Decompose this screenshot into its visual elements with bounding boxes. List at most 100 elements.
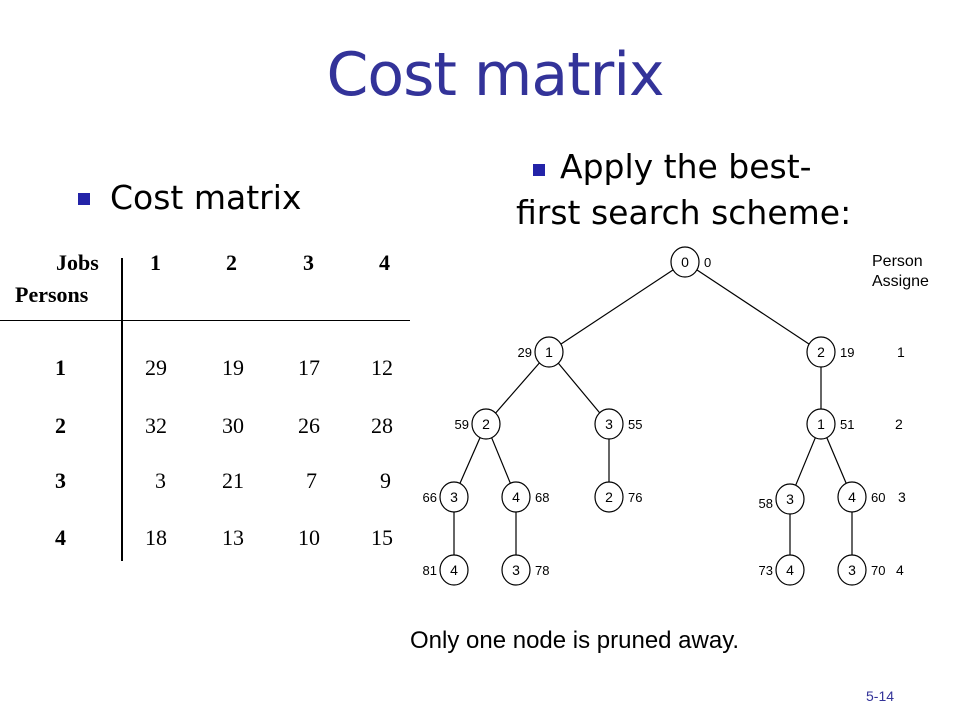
tree-node: 3 70 xyxy=(837,554,885,586)
tree-node-cost: 73 xyxy=(759,563,773,578)
tree-node-cost: 51 xyxy=(840,417,854,432)
tree-node-cost: 78 xyxy=(535,563,549,578)
page-number: 5-14 xyxy=(866,688,895,704)
matrix-cell: 26 xyxy=(298,413,320,438)
tree-node-job: 4 xyxy=(848,489,856,505)
bullet-right-icon xyxy=(533,164,545,176)
tree-node-job: 3 xyxy=(786,491,794,507)
tree-node: 4 73 xyxy=(759,554,805,586)
tree-node-circle xyxy=(806,408,836,440)
person-header: 1 xyxy=(55,355,66,380)
tree-node: 3 78 xyxy=(501,554,549,586)
matrix-cell: 30 xyxy=(222,413,244,438)
matrix-cell: 13 xyxy=(222,525,244,550)
tree-node-cost: 59 xyxy=(455,417,469,432)
tree-level-label: 4 xyxy=(896,562,904,578)
tree-node-job: 2 xyxy=(605,489,613,505)
matrix-cell: 29 xyxy=(145,355,167,380)
tree-node: 4 81 xyxy=(423,554,469,586)
tree-node-circle xyxy=(594,408,624,440)
tree-node-job: 1 xyxy=(817,416,825,432)
tree-node-job: 0 xyxy=(681,254,689,270)
tree-legend-line1: Person xyxy=(872,253,923,270)
job-header: 1 xyxy=(150,250,161,275)
tree-edge xyxy=(560,269,674,345)
matrix-cell: 17 xyxy=(298,355,320,380)
tree-node-circle xyxy=(439,481,469,513)
matrix-cell: 19 xyxy=(222,355,244,380)
slide-title: Cost matrix xyxy=(326,40,664,110)
tree-node-circle xyxy=(837,554,867,586)
left-bullet-text: Cost matrix xyxy=(110,178,302,217)
matrix-cell: 10 xyxy=(298,525,320,550)
tree-node: 259 xyxy=(455,408,501,440)
tree-node-circle xyxy=(837,481,867,513)
tree-node-cost: 19 xyxy=(840,345,854,360)
tree-level-label: 1 xyxy=(897,344,905,360)
tree-node-cost: 81 xyxy=(423,563,437,578)
tree-node-job: 3 xyxy=(450,489,458,505)
matrix-cell: 28 xyxy=(371,413,393,438)
job-header: 4 xyxy=(379,250,390,275)
tree-node-job: 2 xyxy=(817,344,825,360)
tree-node-job: 4 xyxy=(450,562,458,578)
person-header: 2 xyxy=(55,413,66,438)
right-bullet-line1: Apply the best- xyxy=(560,147,812,186)
tree-node-cost: 58 xyxy=(759,496,773,511)
matrix-cell: 32 xyxy=(145,413,167,438)
tree-node: 2 19 xyxy=(806,336,854,368)
tree-node-job: 3 xyxy=(512,562,520,578)
matrix-cell: 15 xyxy=(371,525,393,550)
tree-node-job: 1 xyxy=(545,344,553,360)
tree-edge xyxy=(794,436,817,487)
matrix-corner-jobs: Jobs xyxy=(56,250,99,275)
tree-node-cost: 0 xyxy=(704,255,711,270)
matrix-horizontal-rule xyxy=(0,320,410,321)
matrix-cell: 18 xyxy=(145,525,167,550)
tree-node-circle xyxy=(775,483,805,515)
tree-edge xyxy=(494,362,541,414)
matrix-cell: 9 xyxy=(380,468,391,493)
job-header: 2 xyxy=(226,250,237,275)
tree-node-cost: 55 xyxy=(628,417,642,432)
tree-level-label: 3 xyxy=(898,489,906,505)
tree-node-circle xyxy=(534,336,564,368)
tree-node-cost: 60 xyxy=(871,490,885,505)
right-bullet-line2: first search scheme: xyxy=(516,193,852,232)
matrix-cell: 3 xyxy=(155,468,166,493)
tree-node-cost: 70 xyxy=(871,563,885,578)
tree-node-cost: 66 xyxy=(423,490,437,505)
matrix-cell: 12 xyxy=(371,355,393,380)
tree-node-job: 4 xyxy=(512,489,520,505)
tree-node: 3 58 xyxy=(759,483,805,515)
tree-node: 3 55 xyxy=(594,408,642,440)
tree-edge xyxy=(696,269,810,345)
tree-edge xyxy=(825,436,848,485)
tree-node-circle xyxy=(501,554,531,586)
tree-edge xyxy=(459,436,481,485)
tree-node-circle xyxy=(501,481,531,513)
tree-edge xyxy=(557,362,601,414)
bullet-left-icon xyxy=(78,193,90,205)
tree-node-job: 4 xyxy=(786,562,794,578)
tree-node-cost: 76 xyxy=(628,490,642,505)
job-header: 3 xyxy=(303,250,314,275)
matrix-corner-persons: Persons xyxy=(15,282,89,307)
matrix-cell: 7 xyxy=(306,468,317,493)
tree-node-circle xyxy=(439,554,469,586)
tree-node-job: 3 xyxy=(848,562,856,578)
tree-node-cost: 29 xyxy=(518,345,532,360)
tree-node: 4 60 xyxy=(837,481,885,513)
tree-node: 3 66 xyxy=(423,481,469,513)
tree-level-label: 2 xyxy=(895,416,903,432)
tree-node: 1 51 xyxy=(806,408,854,440)
tree-node-job: 3 xyxy=(605,416,613,432)
tree-node: 1 29 xyxy=(518,336,564,368)
person-header: 4 xyxy=(55,525,66,550)
tree-node-circle xyxy=(806,336,836,368)
tree-legend-line2: Assigne xyxy=(872,273,929,290)
matrix-cell: 21 xyxy=(222,468,244,493)
